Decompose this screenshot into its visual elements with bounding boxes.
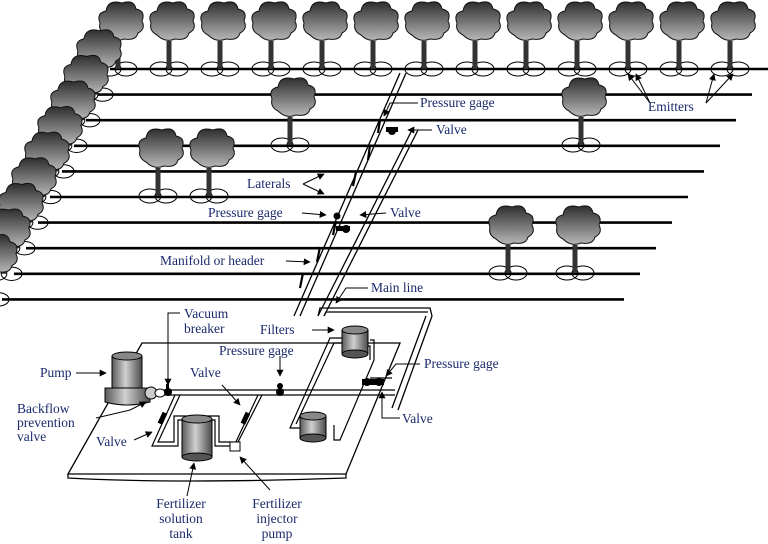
label-valve-top: Valve [436,122,467,137]
valve-filter-fixture [362,378,384,386]
fertilizer-tank [181,414,213,462]
tree-icon [710,1,756,77]
label-pressure-gage-top: Pressure gage [420,95,495,110]
tree-icon [659,1,705,77]
label-manifold: Manifold or header [160,253,265,268]
tree-icon [488,205,534,281]
label-pressure-gage-mid: Pressure gage [208,205,283,220]
tree-icon [0,234,18,307]
tree-icon [189,128,235,204]
label-tank-3: tank [169,526,192,541]
label-pump: Pump [40,365,72,380]
tree-icon [251,1,297,77]
label-backflow-3: valve [17,429,46,444]
injector-pump [229,441,241,452]
pump [104,351,166,406]
tree-icon [455,1,501,77]
filter-loop-pipe [289,337,392,441]
tree-icon [138,128,184,204]
tree-icon [302,1,348,77]
label-valve-lower-left: Valve [96,434,127,449]
label-valve-right: Valve [402,411,433,426]
label-vacuum-breaker-1: Vacuum [184,306,229,321]
tree-icon [149,1,195,77]
label-backflow-1: Backflow [17,401,70,416]
tree-icon [555,205,601,281]
valve-top-fixture [386,127,398,135]
label-emitters: Emitters [648,99,694,114]
tree-row [0,1,756,307]
supply-pipe [150,389,395,396]
pressure-gage-mid-fixture [333,212,350,233]
label-laterals: Laterals [247,176,290,191]
main-line-pipe [317,307,433,411]
tree-icon [561,77,607,153]
filter-lower [299,411,327,443]
tree-icon [404,1,450,77]
label-pressure-gage-right: Pressure gage [424,356,499,371]
label-tank-2: solution [159,511,203,526]
label-tank-1: Fertilizer [156,496,206,511]
label-vacuum-breaker-2: breaker [184,321,225,336]
tree-icon [270,77,316,153]
label-valve-mid: Valve [390,205,421,220]
label-injector-1: Fertilizer [252,496,302,511]
pressure-gage-base-fixture [276,383,284,396]
label-valve-left: Valve [190,365,221,380]
label-main-line: Main line [371,280,423,295]
tree-icon [506,1,552,77]
label-backflow-2: prevention [17,415,75,430]
tree-icon [608,1,654,77]
tree-icon [353,1,399,77]
filter-upper [341,325,369,359]
vacuum-breaker [164,384,172,396]
tree-icon [557,1,603,77]
valve-fertilizer-left [157,411,168,425]
leader-lines [76,73,734,497]
label-pressure-gage-base: Pressure gage [219,343,294,358]
valve-fertilizer-right [240,411,251,425]
label-injector-3: pump [262,526,293,541]
label-filters: Filters [260,322,295,337]
label-injector-2: injector [256,511,298,526]
tree-icon [200,1,246,77]
